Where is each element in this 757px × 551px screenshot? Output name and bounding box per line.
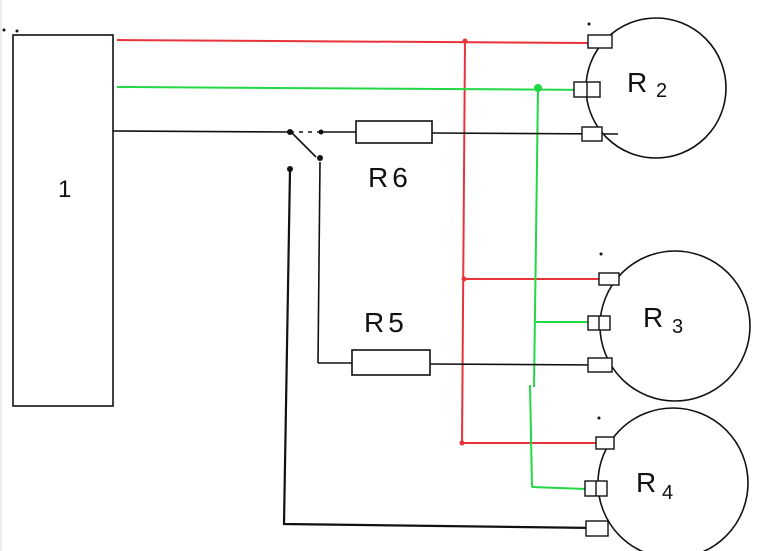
resistor-r6: R6 bbox=[355, 120, 433, 193]
device-r3: R 3 bbox=[599, 250, 751, 402]
red-junction-r3 bbox=[461, 276, 467, 282]
device-r4-letter: R bbox=[636, 467, 656, 498]
black-wire-r5-to-r3 bbox=[429, 363, 601, 366]
stray-dot bbox=[15, 29, 19, 33]
switch-blade bbox=[291, 132, 317, 158]
red-junction-top bbox=[462, 38, 468, 44]
device-r3-index: 3 bbox=[672, 316, 683, 338]
stray-dot bbox=[597, 416, 601, 420]
green-wire-top bbox=[116, 86, 601, 91]
terminal-r3-red bbox=[598, 272, 620, 286]
green-wire-lower bbox=[529, 384, 533, 488]
terminal-r4-red bbox=[595, 436, 615, 450]
device-r2: R 2 bbox=[585, 17, 727, 159]
block-1: 1 bbox=[12, 34, 114, 407]
red-wires bbox=[116, 39, 600, 445]
block-1-label: 1 bbox=[58, 176, 71, 203]
stray-dot bbox=[599, 252, 603, 256]
switch-pivot bbox=[287, 129, 293, 135]
green-wire-to-r4 bbox=[531, 486, 587, 490]
resistor-r6-label: R6 bbox=[368, 162, 412, 193]
device-r4-index: 4 bbox=[662, 482, 673, 504]
black-wire-switch-down bbox=[317, 161, 321, 364]
switch-contact-c bbox=[287, 166, 293, 172]
terminal-r2-black bbox=[581, 126, 603, 142]
block-1-box bbox=[12, 34, 114, 407]
red-junction-r4 bbox=[459, 440, 465, 446]
terminal-r4-black bbox=[585, 520, 609, 537]
red-wire-vertical bbox=[461, 39, 466, 445]
resistor-r5-label: R5 bbox=[364, 307, 408, 338]
green-junction bbox=[534, 84, 542, 92]
terminals bbox=[573, 34, 620, 537]
device-r3-letter: R bbox=[643, 302, 663, 333]
stray-dot bbox=[2, 28, 6, 32]
green-wire-vertical bbox=[533, 87, 539, 388]
terminal-r2-red bbox=[587, 34, 613, 49]
device-r2-index: 2 bbox=[656, 80, 667, 102]
black-wire-to-r4 bbox=[282, 169, 597, 530]
resistor-r5: R5 bbox=[351, 307, 431, 376]
stray-dot bbox=[587, 22, 591, 26]
switch-contact-a bbox=[318, 129, 324, 135]
black-wires bbox=[112, 130, 619, 530]
resistor-r6-body bbox=[355, 120, 433, 144]
red-wire-top bbox=[116, 39, 589, 44]
resistor-r5-body bbox=[351, 349, 431, 376]
black-wire-from-block bbox=[112, 130, 291, 133]
green-wires bbox=[116, 86, 601, 490]
device-r2-letter: R bbox=[627, 67, 647, 98]
device-r4-circle bbox=[597, 407, 749, 551]
terminal-r3-black bbox=[587, 357, 613, 373]
device-r4: R 4 bbox=[597, 407, 749, 551]
switch-contact-b bbox=[317, 155, 323, 161]
